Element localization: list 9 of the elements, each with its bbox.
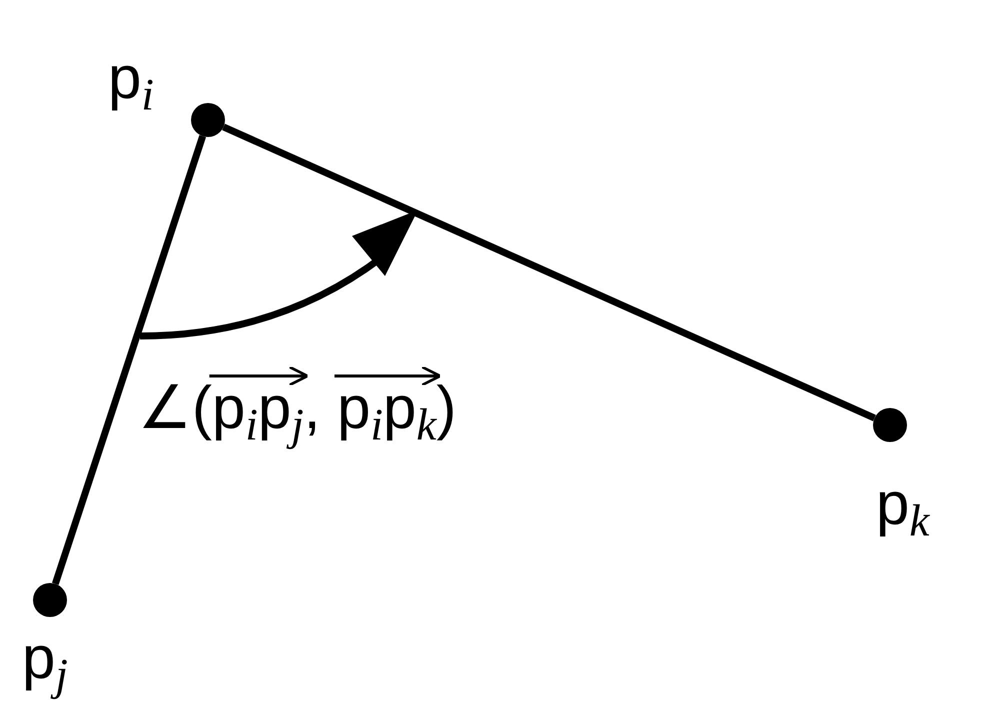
point-dot — [33, 583, 67, 617]
line-segment — [222, 124, 876, 422]
point-dot — [191, 103, 225, 137]
point-label: p$_{k}$ — [876, 474, 930, 544]
line-segment — [52, 135, 206, 585]
point-dot — [873, 408, 907, 442]
angle-label: ∠(p$_{i}$p$_{j}$, p$_{i}$p$_{k}$) — [138, 378, 456, 448]
point-label: p$_{j}$ — [22, 628, 68, 698]
point-label: p$_{i}$ — [108, 48, 154, 118]
